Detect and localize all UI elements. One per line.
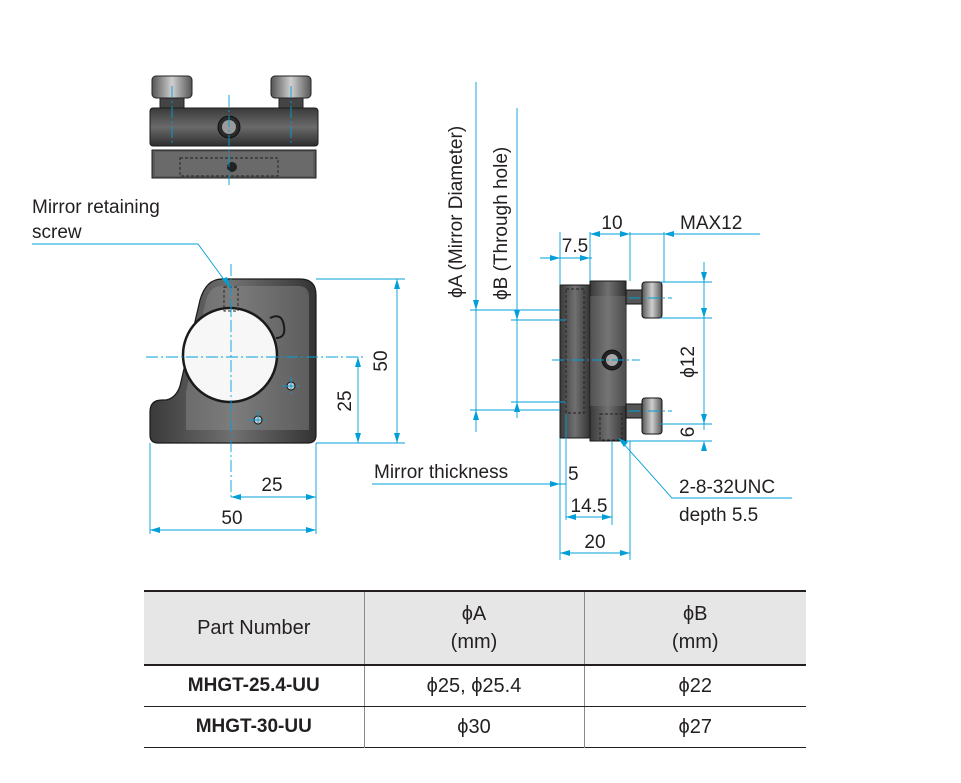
- dim-side-7-5: 7.5: [562, 236, 588, 257]
- header-phi-b: ϕB (mm): [583, 591, 806, 666]
- table-row: MHGT-25.4-UU ϕ25, ϕ25.4 ϕ22: [144, 665, 806, 707]
- table-header-row: Part Number ϕA (mm) ϕB (mm): [144, 591, 806, 666]
- thread-label-1: 2-8-32UNC: [679, 477, 775, 498]
- thread-label-2: depth 5.5: [679, 505, 758, 526]
- mirror-aperture: [181, 306, 279, 404]
- dim-front-width: 50: [221, 508, 242, 529]
- cell-part: MHGT-30-UU: [195, 716, 312, 737]
- dim-side-5: 5: [568, 464, 579, 485]
- front-view: [146, 264, 364, 500]
- dim-front-center-height: 25: [335, 390, 356, 411]
- side-view: [552, 280, 672, 442]
- cell-phi-a: ϕ25, ϕ25.4: [363, 665, 584, 707]
- side-plate: [559, 284, 591, 439]
- dim-side-6: 6: [678, 427, 699, 438]
- retaining-screw-label-2: screw: [32, 222, 82, 243]
- side-knob-top: [641, 281, 663, 319]
- thread-leader: [621, 441, 792, 499]
- dim-side-max: MAX12: [680, 213, 742, 234]
- dim-front-center-width: 25: [261, 475, 282, 496]
- front-dimensions: 50 25 25 50: [149, 278, 405, 534]
- header-part-number: Part Number: [144, 591, 364, 666]
- technical-drawing: Mirror retaining screw 50 25 25 50: [32, 75, 792, 560]
- mirror-diameter-label: ϕA (Mirror Diameter): [446, 126, 467, 298]
- dim-side-10: 10: [601, 213, 622, 234]
- cell-phi-a: ϕ30: [363, 706, 584, 748]
- retaining-screw-leader: [32, 243, 229, 286]
- header-phi-a: ϕA (mm): [363, 591, 584, 666]
- table-row: MHGT-30-UU ϕ30 ϕ27: [144, 706, 806, 748]
- mirror-thickness-label: Mirror thickness: [374, 462, 508, 483]
- side-dimensions: 10 MAX12 7.5 ϕ12 6 Mirror thickness 5: [372, 82, 760, 560]
- dim-side-14-5: 14.5: [571, 496, 608, 517]
- top-view: [149, 75, 319, 185]
- dim-side-phi12: ϕ12: [678, 346, 699, 378]
- retaining-screw-label-1: Mirror retaining: [32, 197, 160, 218]
- dim-side-20: 20: [584, 532, 605, 553]
- side-knob-bottom: [641, 397, 663, 435]
- cell-part: MHGT-25.4-UU: [144, 665, 364, 707]
- dim-front-height: 50: [371, 350, 392, 371]
- spec-table: Part Number ϕA (mm) ϕB (mm) MHGT-25.4-UU…: [144, 590, 806, 748]
- through-hole-label: ϕB (Through hole): [491, 147, 512, 300]
- cell-phi-b: ϕ27: [583, 706, 806, 748]
- cell-phi-b: ϕ22: [583, 665, 806, 707]
